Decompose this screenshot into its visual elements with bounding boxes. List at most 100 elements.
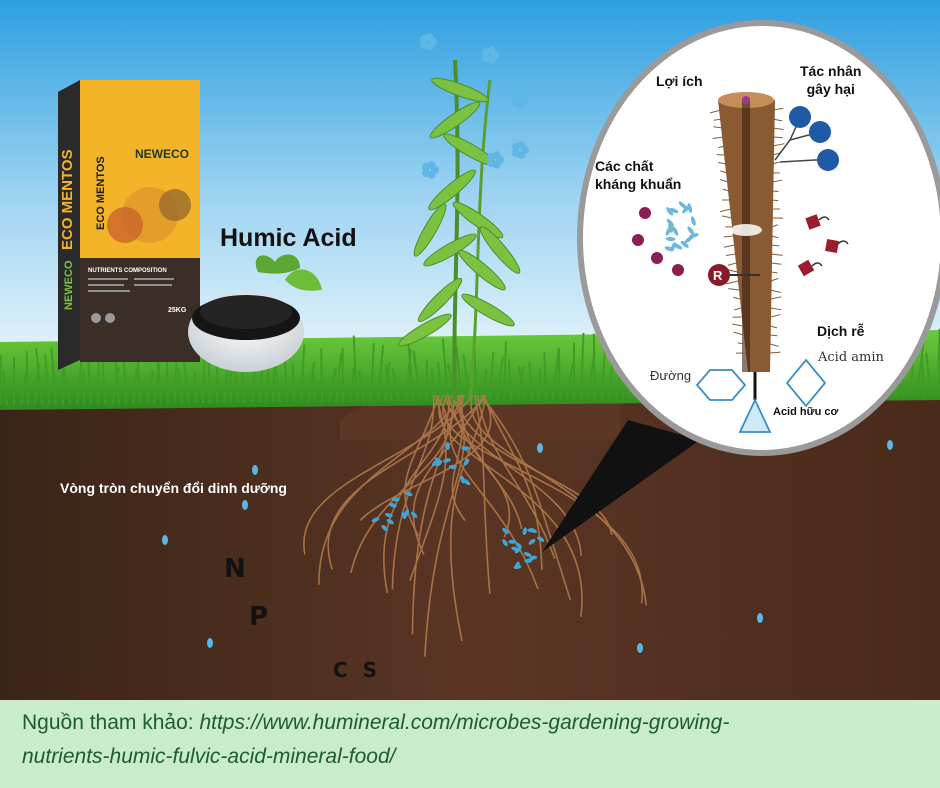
grass-blade: [25, 351, 29, 405]
antibacterial-rod: [669, 207, 679, 214]
microbe: [431, 459, 439, 467]
microbe: [502, 539, 508, 547]
root-strand: [438, 394, 583, 618]
microbe: [443, 458, 451, 463]
root-hair: [770, 325, 778, 329]
root-hair: [722, 188, 730, 192]
grass-blade: [496, 356, 505, 401]
footer-url-part2[interactable]: nutrients-humic-fulvic-acid-mineral-food…: [22, 745, 396, 768]
root-strand: [411, 394, 456, 635]
droplet: [162, 535, 168, 545]
grass-blade: [307, 361, 316, 403]
flower-petal: [487, 46, 496, 55]
root-hair: [772, 127, 784, 130]
antibacterial-star: [672, 264, 684, 276]
grass-blade: [517, 366, 525, 400]
grass-blade: [601, 349, 606, 400]
antibacterial-rod: [687, 226, 695, 235]
grass-blade: [920, 354, 925, 396]
pathogen-blob: [789, 106, 811, 128]
grass-blade: [50, 347, 57, 405]
footer-url-part1[interactable]: https://www.humineral.com/microbes-garde…: [199, 711, 730, 734]
nutrient-cs: C S: [333, 658, 382, 682]
root-strand: [318, 394, 464, 585]
flower-petal: [486, 158, 495, 167]
root-hair: [712, 136, 724, 139]
antibacterial-rod: [690, 216, 696, 226]
leaf: [452, 201, 504, 239]
root-section: [718, 92, 775, 400]
grass-blade: [62, 367, 71, 405]
root-hair: [772, 107, 784, 111]
root-hair: [732, 323, 743, 327]
root-strand: [456, 394, 613, 536]
microbe: [522, 527, 527, 536]
root-hair: [769, 351, 781, 354]
microbe: [513, 564, 522, 569]
grass-blade: [384, 361, 391, 402]
root-hair: [770, 314, 781, 318]
flower-petal: [517, 141, 526, 150]
antibacterial-rod: [668, 223, 673, 233]
root-strand: [449, 394, 487, 642]
flower-petal: [421, 168, 430, 177]
grass-blade: [543, 351, 547, 400]
soil-scene-illustration: NEWECO ECO MENTOS ECO MENTOS NEWECO NUTR…: [0, 0, 940, 700]
droplet: [757, 613, 763, 623]
microbe: [463, 458, 470, 466]
water-droplets: [162, 440, 893, 653]
root-hair: [733, 296, 741, 300]
antibacterial-rod: [689, 233, 699, 238]
red-pathogens: [797, 214, 849, 277]
grass-blade: [328, 367, 337, 402]
leaf: [413, 203, 447, 257]
root-hair: [725, 253, 736, 257]
droplet: [207, 638, 213, 648]
grass-blade: [377, 344, 385, 402]
microbe: [371, 517, 380, 523]
grass-blade: [97, 357, 100, 405]
zoom-callout-pointer: [542, 420, 700, 552]
root-hair: [769, 343, 779, 347]
grass-blade: [384, 364, 393, 402]
grass-blade: [132, 367, 138, 404]
grass-blade: [489, 351, 495, 401]
microbe: [502, 527, 509, 534]
droplet: [637, 643, 643, 653]
antibacterial-star: [632, 234, 644, 246]
antibacterial-star: [651, 252, 663, 264]
plant: [398, 33, 529, 401]
root-strand: [473, 394, 491, 594]
antibacterial-label-line1: Các chất: [595, 158, 654, 174]
leaf: [398, 313, 452, 347]
root-strand: [424, 394, 465, 657]
grass-blade: [592, 333, 596, 400]
root-hair: [733, 331, 744, 336]
root-strand: [480, 394, 572, 601]
grass-blade: [528, 362, 533, 400]
antibacterial-label: Các chất kháng khuẩn: [595, 157, 681, 193]
root-hair: [713, 118, 722, 121]
microbe: [528, 538, 536, 545]
root-hair: [771, 244, 780, 247]
bag-side-brand: NEWECO: [63, 260, 75, 310]
grass-blade: [349, 366, 356, 402]
microbe: [515, 542, 522, 549]
microbe: [463, 479, 471, 486]
root-strand: [476, 394, 556, 559]
microbe: [524, 558, 533, 563]
root-hair: [723, 235, 734, 238]
root-strand: [409, 394, 447, 581]
leaf: [479, 226, 521, 274]
grass-blade: [503, 341, 507, 400]
antibacterial-rod: [670, 242, 677, 252]
humic-acid-label: Humic Acid: [220, 224, 357, 252]
amino-acid-label: Acid amin: [818, 350, 884, 365]
grass-blade: [44, 354, 50, 405]
root-hair: [772, 161, 780, 165]
grass-blade: [370, 342, 375, 402]
footer-prefix: Nguồn tham khảo:: [22, 711, 200, 734]
grass-blade: [462, 354, 470, 401]
leaf: [461, 293, 515, 327]
root-hair: [709, 109, 722, 114]
